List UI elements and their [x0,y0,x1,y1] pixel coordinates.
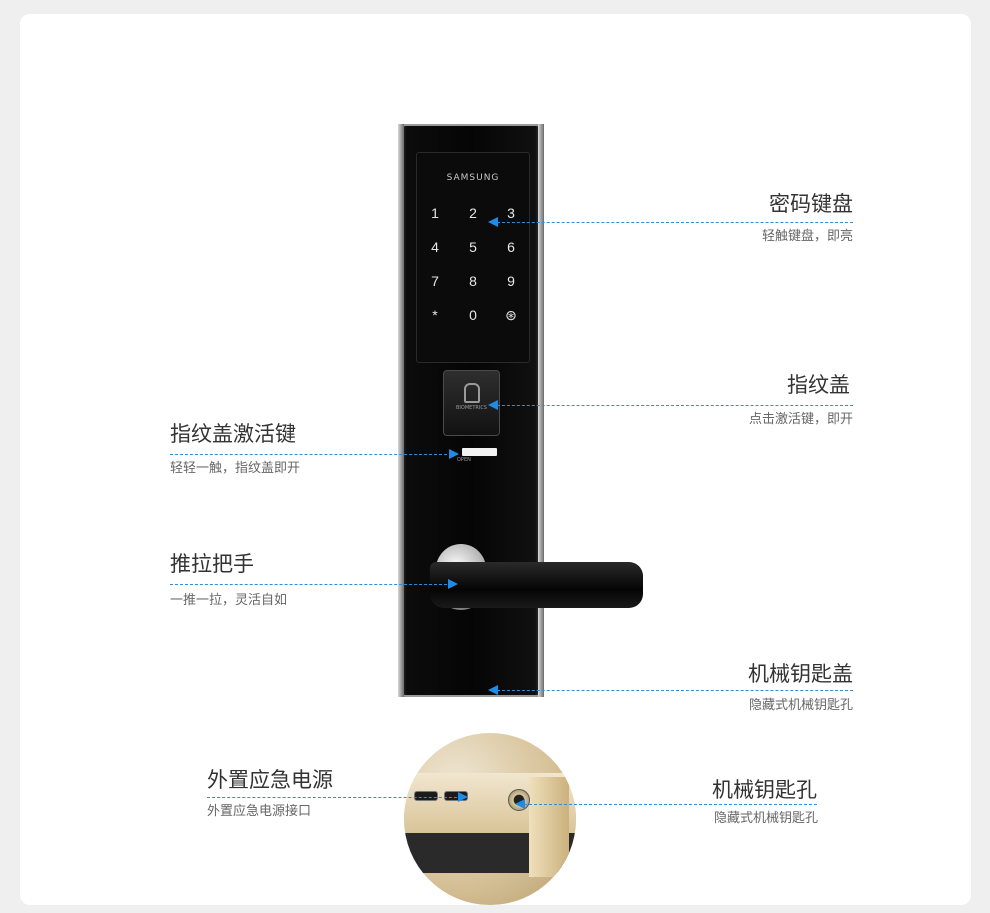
open-text: OPEN [457,457,471,463]
keypad-key: 5 [469,239,477,255]
door-handle [430,562,643,608]
key-cover-leader-line [497,690,853,691]
power-arrow-icon [458,792,468,802]
keypad-key: 2 [469,205,477,221]
open-button [462,448,497,456]
fp-activate-sub: 轻轻一触，指纹盖即开 [170,461,301,476]
fp-activate-leader-line [170,454,452,455]
fp-cover-sub: 点击激活键，即开 [748,412,853,427]
keypad-key: 0 [469,307,477,323]
keypad-key: 6 [507,239,515,255]
key-cover-flap [529,777,569,877]
fingerprint-icon [464,383,480,403]
handle-leader-line [170,584,452,585]
keyhole-arrow-icon [515,799,525,809]
keypad-key: 7 [431,273,439,289]
detail-closeup-image [404,733,576,905]
keypad-key: 8 [469,273,477,289]
keyhole-title: 机械钥匙孔 [712,778,817,802]
handle-sub: 一推一拉，灵活自如 [170,593,288,608]
power-title: 外置应急电源 [207,768,333,792]
key-cover-title: 机械钥匙盖 [748,662,853,686]
fp-activate-title: 指纹盖激活键 [170,422,296,446]
keypad-key: 9 [507,273,515,289]
handle-title: 推拉把手 [170,552,254,576]
lock-edge-left [398,124,404,697]
keypad-key: 4 [431,239,439,255]
fingerprint-text: BIOMETRICS [456,405,487,411]
fp-cover-title: 指纹盖 [787,373,850,397]
fp-cover-leader-line [497,405,853,406]
keypad-leader-line [497,222,853,223]
keypad-title: 密码键盘 [769,192,853,216]
power-leader-line [207,797,462,798]
key-cover-arrow-icon [488,685,498,695]
lock-edge-right [538,124,544,697]
keypad-key: * [432,307,438,323]
keypad-sub: 轻触键盘，即亮 [761,229,853,244]
keypad-key: 3 [507,205,515,221]
fp-cover-arrow-icon [488,400,498,410]
keyhole-sub: 隐藏式机械钥匙孔 [713,811,818,826]
keyhole-leader-line [524,804,817,805]
fp-activate-arrow-icon [449,449,459,459]
keypad-key: 1 [431,205,439,221]
power-port-icon [414,791,438,801]
power-sub: 外置应急电源接口 [207,804,312,819]
handle-arrow-icon [448,579,458,589]
key-cover-sub: 隐藏式机械钥匙孔 [748,698,853,713]
keypad-key: ⊛ [505,307,517,323]
keypad-screen: SAMSUNG 1 2 3 4 5 6 7 8 9 * 0 ⊛ [416,152,530,363]
brand-logo: SAMSUNG [446,173,500,183]
keypad-arrow-icon [488,217,498,227]
